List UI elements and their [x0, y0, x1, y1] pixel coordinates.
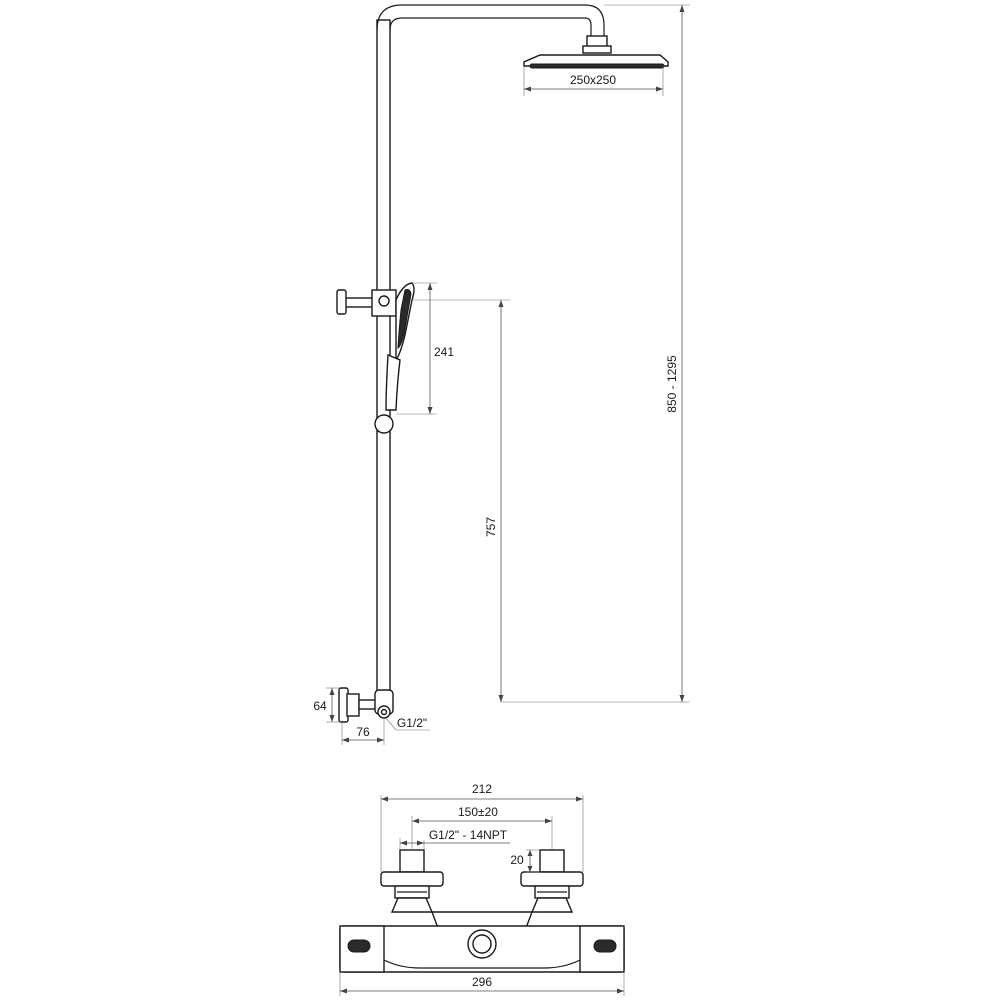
dim-inlet-spacing: 150±20: [411, 805, 553, 850]
hand-shower-length-label: 241: [434, 345, 454, 359]
slide-bar-holder: [336, 289, 397, 317]
shower-column: [376, 4, 612, 696]
holder-height-label: 757: [484, 517, 498, 537]
hand-shower: [374, 282, 415, 434]
bracket-depth-label: 76: [356, 725, 370, 739]
wall-bracket: [338, 687, 394, 723]
holder-pin: [378, 295, 390, 307]
mixer-width-label: 212: [472, 782, 492, 796]
shower-arm-nut: [582, 45, 612, 54]
escutcheon-left: [380, 871, 444, 887]
bracket-height-label: 64: [313, 699, 327, 713]
dim-total-height: 850 - 1295: [500, 4, 690, 703]
connector-thread-label: G1/2" - 14NPT: [429, 828, 508, 842]
dim-head-size: 250x250: [523, 66, 664, 96]
connector-height-label: 20: [510, 853, 524, 867]
total-height-label: 850 - 1295: [665, 355, 679, 413]
inlet-thread-label: G1/2": [397, 716, 427, 730]
outlet-hole: [472, 934, 492, 954]
connector-right-stub: [539, 849, 565, 873]
diverter-knob-center: [380, 708, 388, 716]
riser-bend: [376, 4, 605, 38]
dim-mixer-width: 212: [380, 782, 584, 872]
inlet-thread-callout: G1/2": [385, 716, 430, 731]
slide-stopper: [374, 414, 394, 434]
dim-bracket-height: 64: [313, 687, 340, 723]
handle-left-slot: [347, 939, 371, 953]
hand-shower-handle: [385, 353, 401, 411]
escutcheon-right: [520, 871, 584, 887]
riser-bend-inner: [389, 17, 592, 38]
holder-knob: [336, 289, 347, 315]
dim-hand-shower: 241: [396, 282, 454, 415]
head-plate: [523, 54, 669, 67]
dim-bracket-depth: 76: [341, 718, 385, 745]
bracket-body: [346, 693, 360, 717]
connector-thread-callout: G1/2" - 14NPT: [399, 828, 510, 850]
head-size-label: 250x250: [570, 73, 616, 87]
thermostatic-mixer: [339, 849, 625, 973]
dim-body-length: 296: [339, 972, 625, 996]
neck-right: [530, 897, 574, 913]
body-length-label: 296: [472, 975, 492, 989]
inlet-spacing-label: 150±20: [458, 805, 498, 819]
overhead-shower-head: [523, 54, 669, 69]
head-nozzle-row: [529, 63, 665, 69]
neck-left: [390, 897, 434, 913]
hand-shower-nozzles: [397, 289, 412, 349]
dim-connector-height: 20: [510, 849, 540, 873]
connector-left-stub: [399, 849, 425, 873]
dim-holder-height: 757: [412, 299, 510, 702]
handle-right-slot: [593, 939, 617, 953]
